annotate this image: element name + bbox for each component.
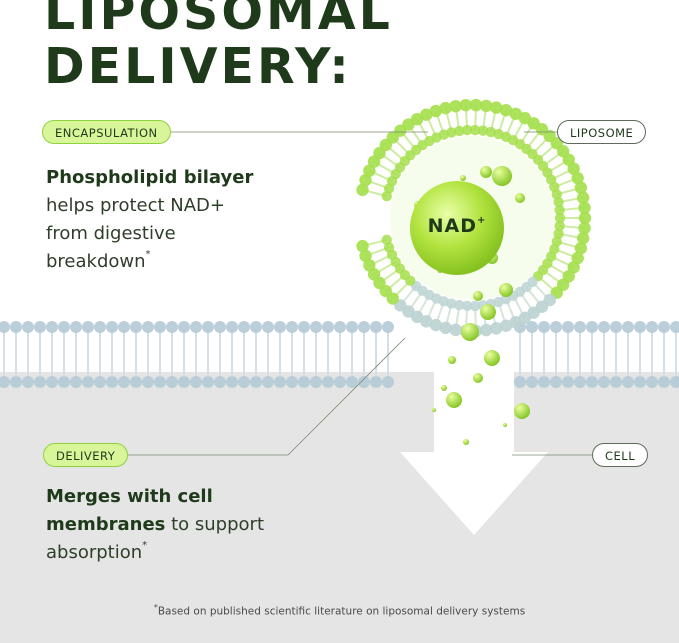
footnote-asterisk: * bbox=[153, 603, 158, 612]
delivery-arrow bbox=[400, 368, 548, 535]
delivery-line-3: absorption bbox=[46, 542, 143, 563]
delivery-asterisk: * bbox=[142, 540, 148, 551]
page-title: LIPOSOMAL DELIVERY: bbox=[44, 0, 393, 94]
delivery-heading-2: membranes bbox=[46, 514, 166, 535]
nad-plus: + bbox=[477, 215, 487, 226]
delivery-description: Merges with cell membranes to support ab… bbox=[46, 483, 264, 567]
nad-bubbles bbox=[414, 166, 530, 445]
cell-membrane bbox=[0, 321, 679, 388]
encapsulation-heading: Phospholipid bilayer bbox=[46, 167, 254, 188]
delivery-line-2-rest: to support bbox=[165, 514, 264, 535]
title-line-2: DELIVERY: bbox=[44, 38, 352, 95]
delivery-heading-1: Merges with cell bbox=[46, 486, 213, 507]
cell-interior bbox=[0, 372, 679, 643]
encapsulation-description: Phospholipid bilayer helps protect NAD+ … bbox=[46, 164, 253, 276]
footnote-text: Based on published scientific literature… bbox=[157, 605, 526, 618]
encapsulation-line-2: helps protect NAD+ bbox=[46, 195, 225, 216]
nad-label: NAD+ bbox=[412, 215, 502, 237]
encapsulation-label: ENCAPSULATION bbox=[42, 120, 171, 144]
nad-molecule bbox=[410, 181, 504, 275]
delivery-leader-line bbox=[127, 337, 406, 456]
footnote: *Based on published scientific literatur… bbox=[0, 603, 679, 618]
encapsulation-line-3: from digestive bbox=[46, 223, 176, 244]
liposome-label: LIPOSOME bbox=[557, 120, 647, 144]
nad-text: NAD bbox=[427, 215, 477, 237]
encapsulation-line-4: breakdown bbox=[46, 251, 146, 272]
title-line-1: LIPOSOMAL bbox=[44, 0, 393, 41]
cell-label: CELL bbox=[592, 443, 649, 467]
encapsulation-asterisk: * bbox=[145, 249, 151, 260]
delivery-label: DELIVERY bbox=[43, 443, 129, 467]
